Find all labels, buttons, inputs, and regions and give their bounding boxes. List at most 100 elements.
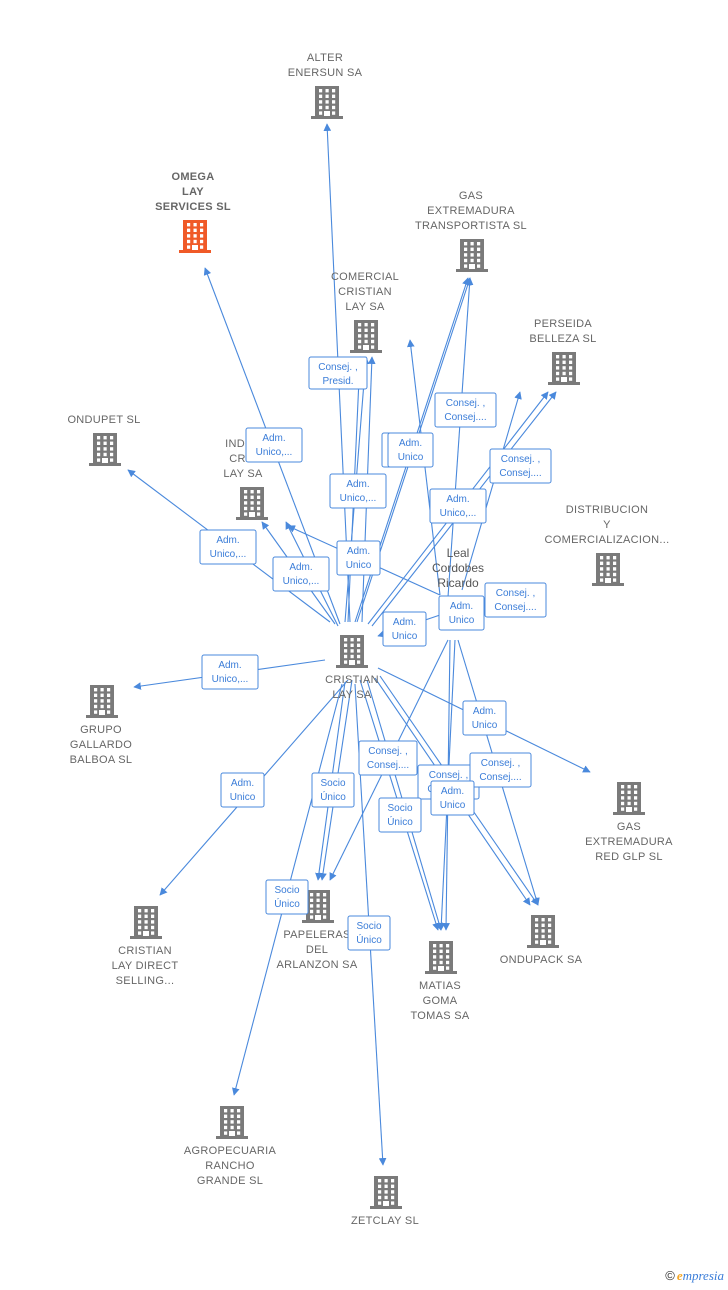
- relation-label[interactable]: Adm.Unico,...: [245, 427, 303, 463]
- relation-text-line: Único: [387, 815, 413, 828]
- relation-text-line: Adm.: [446, 494, 469, 505]
- relation-label[interactable]: Adm. Unico: [387, 432, 434, 468]
- relation-label[interactable]: Adm.Unico,...: [201, 654, 259, 690]
- relation-text-line: Adm.: [399, 438, 422, 449]
- relation-text-line: Consej....: [367, 760, 409, 771]
- building-icon: [216, 1106, 248, 1139]
- relation-text-line: Único: [356, 933, 382, 946]
- relation-box: [347, 915, 391, 951]
- relation-label[interactable]: Consej. ,Consej....: [484, 582, 547, 618]
- relation-text-line: Adm.: [450, 601, 473, 612]
- company-name-line: DEL: [306, 944, 328, 956]
- relation-text-line: Consej. ,: [496, 588, 535, 599]
- relation-box: [489, 448, 552, 484]
- company-node-distribucion[interactable]: DISTRIBUCIONYCOMERCIALIZACION...: [545, 504, 670, 586]
- relation-box: [378, 797, 422, 833]
- company-name-line: CRISTIAN: [118, 945, 172, 957]
- company-node-alter[interactable]: ALTER ENERSUN SA: [288, 52, 363, 119]
- relation-label[interactable]: Consej. , Consej....: [358, 740, 418, 776]
- relation-text-line: Socio: [387, 803, 412, 814]
- company-node-ondupet[interactable]: ONDUPET SL: [67, 414, 140, 466]
- company-node-zetclay[interactable]: ZETCLAY SL: [351, 1176, 419, 1227]
- relation-label[interactable]: Adm.Unico: [336, 540, 381, 576]
- relation-label[interactable]: Adm.Unico: [462, 700, 507, 736]
- relation-text-line: Consej....: [499, 468, 541, 479]
- company-name-line: LAY SA: [332, 689, 372, 701]
- relation-text-line: Unico,...: [340, 493, 377, 504]
- relation-label[interactable]: Consej. ,Presid.: [308, 356, 368, 390]
- relation-label[interactable]: Consej. ,Consej....: [469, 752, 532, 788]
- relation-text-line: Consej. ,: [368, 746, 407, 757]
- relation-box: [329, 473, 387, 509]
- company-name-line: AGROPECUARIA: [184, 1145, 277, 1157]
- building-icon: [130, 906, 162, 939]
- company-name-line: COMERCIAL: [331, 271, 399, 283]
- building-icon: [336, 635, 368, 668]
- relation-box: [199, 529, 257, 565]
- relation-text-line: Adm.: [231, 778, 254, 789]
- company-name-line: ONDUPET SL: [67, 414, 140, 426]
- relation-label[interactable]: Consej. ,Consej....: [489, 448, 552, 484]
- relation-label[interactable]: Adm.Unico: [430, 780, 475, 816]
- relation-label[interactable]: Consej. ,Consej....: [434, 392, 497, 428]
- building-icon: [613, 782, 645, 815]
- relation-text-line: Unico: [398, 452, 424, 463]
- copyright-symbol: ©: [665, 1268, 675, 1283]
- relation-text-line: Adm.: [393, 617, 416, 628]
- empresia-logo[interactable]: ©empresia: [665, 1268, 724, 1284]
- building-icon: [425, 941, 457, 974]
- company-name-line: GAS: [617, 821, 641, 833]
- relation-text-line: Adm.: [218, 660, 241, 671]
- relation-label[interactable]: Adm.Unico,...: [272, 556, 330, 592]
- relation-text-line: Socio: [356, 921, 381, 932]
- relation-box: [220, 772, 265, 808]
- relation-label[interactable]: Adm.Unico,...: [329, 473, 387, 509]
- relation-box: [429, 488, 487, 524]
- relation-box: [387, 432, 434, 468]
- relation-label[interactable]: Adm. Unico: [220, 772, 265, 808]
- relation-label[interactable]: Adm.Unico,...: [429, 488, 487, 524]
- company-name-line: GRANDE SL: [197, 1175, 263, 1187]
- relation-box: [434, 392, 497, 428]
- relation-box: [382, 611, 427, 647]
- company-name-line: TRANSPORTISTA SL: [415, 220, 527, 232]
- company-name-line: CRISTIAN: [325, 674, 379, 686]
- company-name-line: MATIAS: [419, 980, 461, 992]
- relation-box: [430, 780, 475, 816]
- relation-box: [462, 700, 507, 736]
- relation-text-line: Unico: [230, 792, 256, 803]
- relation-text-line: Adm.: [347, 546, 370, 557]
- relation-label[interactable]: Adm.Unico,...: [199, 529, 257, 565]
- relation-text-line: Adm.: [289, 562, 312, 573]
- building-icon: [350, 320, 382, 353]
- company-name-line: ALTER: [307, 52, 343, 64]
- company-name-line: ENERSUN SA: [288, 67, 363, 79]
- relation-label[interactable]: Adm.Unico: [382, 611, 427, 647]
- building-icon: [86, 685, 118, 718]
- company-node-cristian_lay[interactable]: CRISTIAN LAY SA: [325, 635, 379, 701]
- relation-box: [484, 582, 547, 618]
- company-name-line: SERVICES SL: [155, 201, 231, 213]
- relation-text-line: Socio: [320, 778, 345, 789]
- relation-text-line: Unico,...: [256, 447, 293, 458]
- relation-label[interactable]: Adm.Unico: [438, 595, 485, 631]
- company-node-ondupack[interactable]: ONDUPACK SA: [500, 915, 583, 966]
- company-name-line: COMERCIALIZACION...: [545, 534, 670, 546]
